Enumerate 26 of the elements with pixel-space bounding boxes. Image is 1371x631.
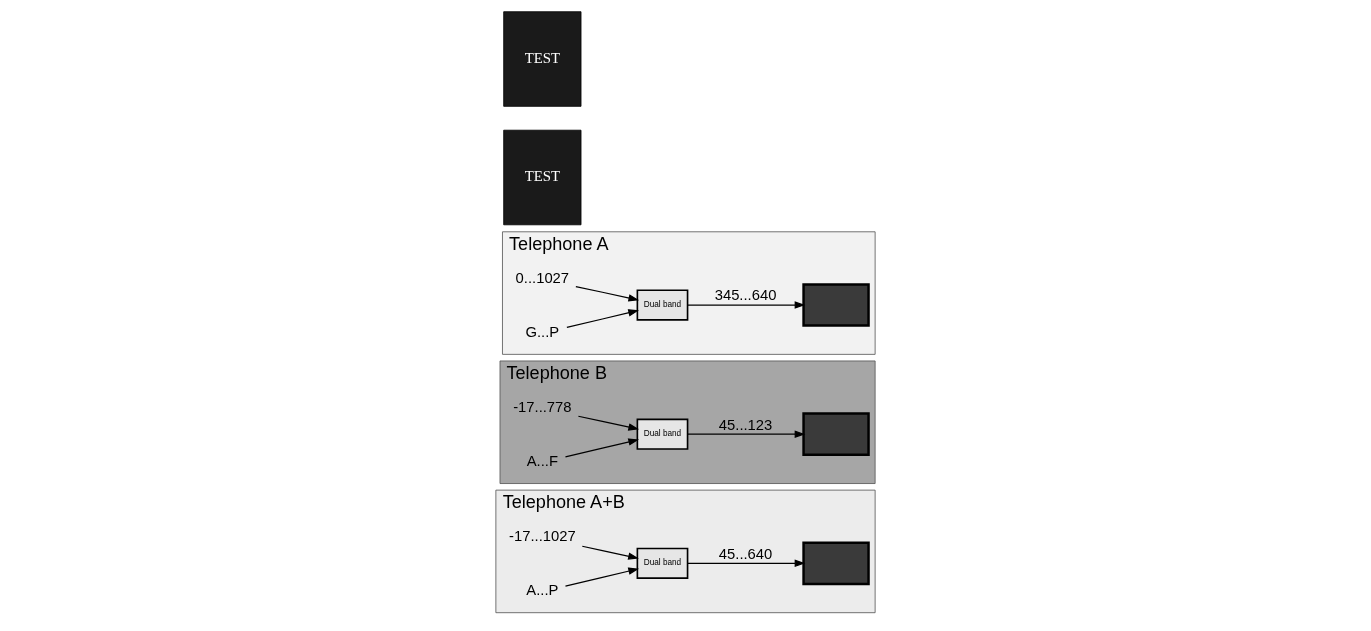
node-text: A...P [526,581,559,598]
edge-label: 45...123 [718,416,773,433]
node-box [802,541,870,586]
node-text: A...F [526,452,558,469]
node-text: 0...1027 [515,270,570,287]
arrow [566,309,639,328]
node-box [802,283,870,327]
node-box: Dual band [636,289,689,321]
arrow [686,430,806,438]
node-box: Dual band [636,547,689,579]
arrow [564,567,640,587]
node-box [802,412,870,456]
node-text: -17...1027 [509,528,576,545]
arrow [581,545,639,560]
arrow [564,438,640,458]
node-box: TEST [503,11,582,107]
arrow [575,285,640,302]
arrow [577,415,640,431]
edge-label: 45...640 [718,545,773,562]
arrow [686,301,806,309]
node-box: Dual band [636,418,689,450]
node-text: G...P [525,323,560,340]
arrow [686,559,806,568]
node-text: -17...778 [513,399,572,416]
edge-label: 345...640 [714,287,777,304]
node-box: TEST [503,129,582,226]
